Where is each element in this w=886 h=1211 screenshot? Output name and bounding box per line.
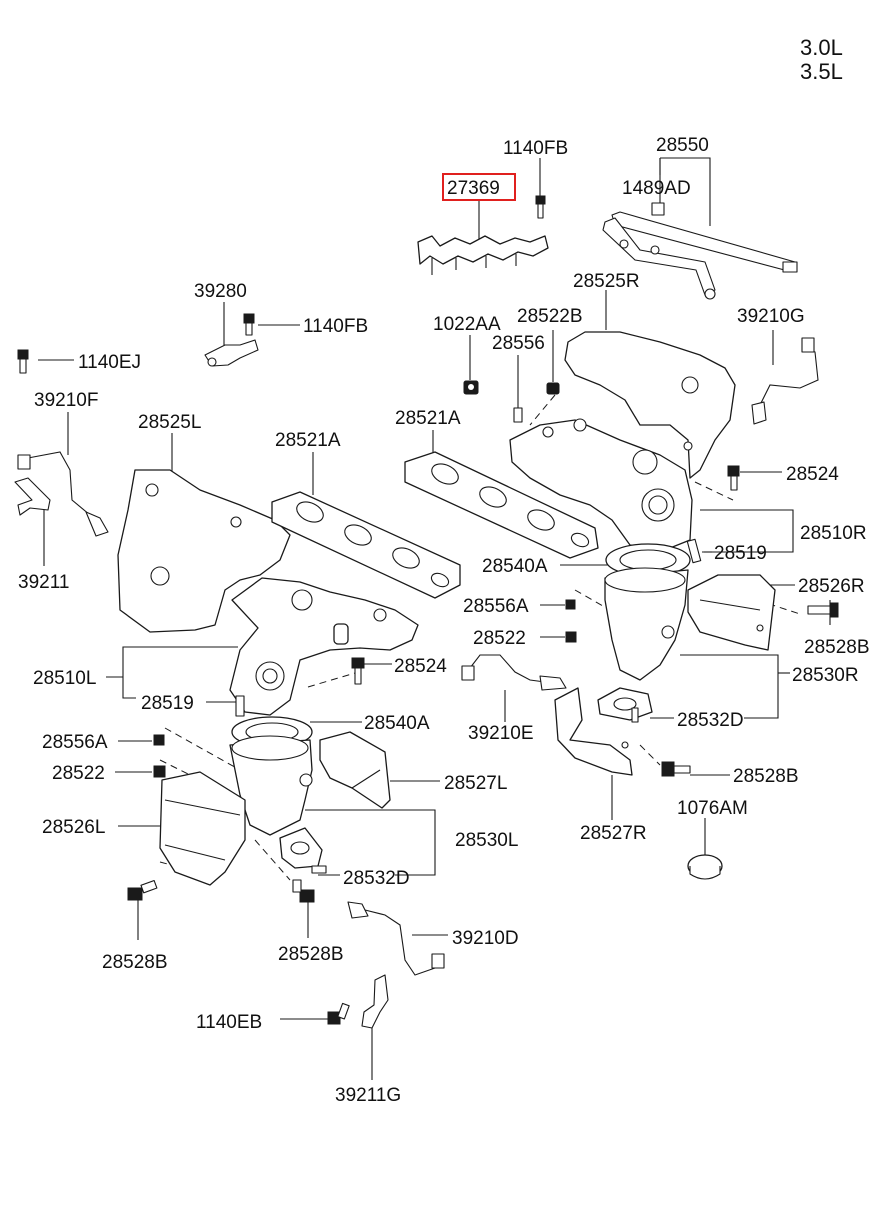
nut-1022aa xyxy=(463,380,479,395)
label-28524-left[interactable]: 28524 xyxy=(394,656,447,677)
gasket-28521a-right xyxy=(404,451,599,559)
label-39210d[interactable]: 39210D xyxy=(452,928,519,949)
gasket-28540a-right xyxy=(605,543,691,577)
label-28525r[interactable]: 28525R xyxy=(573,271,640,292)
nut-28522b xyxy=(546,382,560,395)
heat-shield-28527l xyxy=(319,731,391,809)
manifold-28510l xyxy=(229,577,419,716)
label-28528b-bottom[interactable]: 28528B xyxy=(278,944,344,965)
sensor-39210d xyxy=(347,901,445,976)
label-1140ej[interactable]: 1140EJ xyxy=(78,352,141,373)
label-28556a-mid[interactable]: 28556A xyxy=(463,596,529,617)
bolt-1140fb-top xyxy=(535,195,546,219)
label-39210f[interactable]: 39210F xyxy=(34,390,98,411)
nut-28522-mid xyxy=(565,631,577,643)
plug-1076am xyxy=(687,854,723,880)
label-28525l[interactable]: 28525L xyxy=(138,412,201,433)
label-39211[interactable]: 39211 xyxy=(18,572,69,593)
label-39210g[interactable]: 39210G xyxy=(737,306,805,327)
tube-28550 xyxy=(602,202,798,300)
sensor-39210f xyxy=(17,451,109,537)
label-1489ad[interactable]: 1489AD xyxy=(622,178,691,199)
engine-size-line-1: 3.0L xyxy=(800,35,843,60)
label-28528b-right[interactable]: 28528B xyxy=(804,637,870,658)
label-27369[interactable]: 27369 xyxy=(447,178,500,199)
label-28532d-left[interactable]: 28532D xyxy=(343,868,410,889)
nut-28556a-mid xyxy=(565,599,576,610)
stud-28556 xyxy=(513,407,523,423)
stud-28519-right xyxy=(686,538,702,564)
label-28519-left[interactable]: 28519 xyxy=(141,693,194,714)
label-39210e[interactable]: 39210E xyxy=(468,723,534,744)
gasket-28521a-left xyxy=(271,491,461,599)
heat-shield-28526r xyxy=(687,574,776,651)
heat-shield-28527r xyxy=(554,687,633,776)
manifold-28510r xyxy=(509,418,693,549)
labels: 3.0L 3.5L 1140FB 27369 28550 1489AD 2852… xyxy=(18,35,870,1106)
bracket-27369 xyxy=(417,235,549,265)
bolt-28524-left xyxy=(351,657,365,685)
bracket-39211g xyxy=(361,974,389,1029)
label-28522-left[interactable]: 28522 xyxy=(52,763,105,784)
label-39211g[interactable]: 39211G xyxy=(335,1085,401,1106)
catalytic-converter-28530r xyxy=(604,567,689,681)
sensor-39210e xyxy=(461,654,567,691)
sensor-39210g xyxy=(751,337,819,425)
label-28522b[interactable]: 28522B xyxy=(517,306,583,327)
label-28521a-left[interactable]: 28521A xyxy=(275,430,341,451)
label-28521a-right[interactable]: 28521A xyxy=(395,408,461,429)
label-28532d-right[interactable]: 28532D xyxy=(677,710,744,731)
label-28550[interactable]: 28550 xyxy=(656,135,709,156)
parts xyxy=(14,195,839,1029)
label-28519-right[interactable]: 28519 xyxy=(714,543,767,564)
bolt-28528b-left xyxy=(127,879,158,901)
label-1140fb-top[interactable]: 1140FB xyxy=(503,138,568,159)
label-28530r[interactable]: 28530R xyxy=(792,665,859,686)
label-28528b-left[interactable]: 28528B xyxy=(102,952,168,973)
label-28526l[interactable]: 28526L xyxy=(42,817,105,838)
label-28510l[interactable]: 28510L xyxy=(33,668,96,689)
label-28510r[interactable]: 28510R xyxy=(800,523,867,544)
label-28540a-left[interactable]: 28540A xyxy=(364,713,430,734)
label-28522-mid[interactable]: 28522 xyxy=(473,628,526,649)
bolt-28528b-mid xyxy=(661,761,691,777)
label-28527r[interactable]: 28527R xyxy=(580,823,647,844)
label-28528b-mid[interactable]: 28528B xyxy=(733,766,799,787)
bracket-39211 xyxy=(14,477,51,516)
nut-28522-left xyxy=(153,765,166,778)
label-28540a-right[interactable]: 28540A xyxy=(482,556,548,577)
bolt-28528b-bottom xyxy=(292,879,315,903)
label-28556[interactable]: 28556 xyxy=(492,333,545,354)
label-28556a-left[interactable]: 28556A xyxy=(42,732,108,753)
flange-28532d-right xyxy=(597,687,653,723)
label-1076am[interactable]: 1076AM xyxy=(677,798,748,819)
label-1140fb-mid[interactable]: 1140FB xyxy=(303,316,368,337)
label-1022aa[interactable]: 1022AA xyxy=(433,314,501,335)
bracket-39280 xyxy=(204,339,259,367)
stud-28519-left xyxy=(235,695,245,717)
heat-shield-28526l xyxy=(159,771,246,886)
bolt-1140ej xyxy=(17,349,29,374)
label-28526r[interactable]: 28526R xyxy=(798,576,865,597)
bolt-28528b-right xyxy=(807,602,839,618)
label-28530l[interactable]: 28530L xyxy=(455,830,518,851)
heat-shield-28525l xyxy=(117,469,291,633)
bolt-1140eb xyxy=(327,1002,350,1025)
nut-28556a-left xyxy=(153,734,165,746)
label-39280[interactable]: 39280 xyxy=(194,281,247,302)
catalytic-converter-28530l xyxy=(229,735,313,836)
engine-size-line-2: 3.5L xyxy=(800,59,843,84)
leader-lines xyxy=(38,157,831,1080)
bolt-28524-right xyxy=(727,465,740,491)
label-28524-right[interactable]: 28524 xyxy=(786,464,839,485)
bolt-1140fb-mid xyxy=(243,313,255,336)
heat-shield-28525r xyxy=(564,331,736,479)
label-1140eb[interactable]: 1140EB xyxy=(196,1012,262,1033)
highlight-box-27369 xyxy=(442,173,516,201)
label-28527l[interactable]: 28527L xyxy=(444,773,507,794)
flange-28532d-left xyxy=(279,827,327,874)
